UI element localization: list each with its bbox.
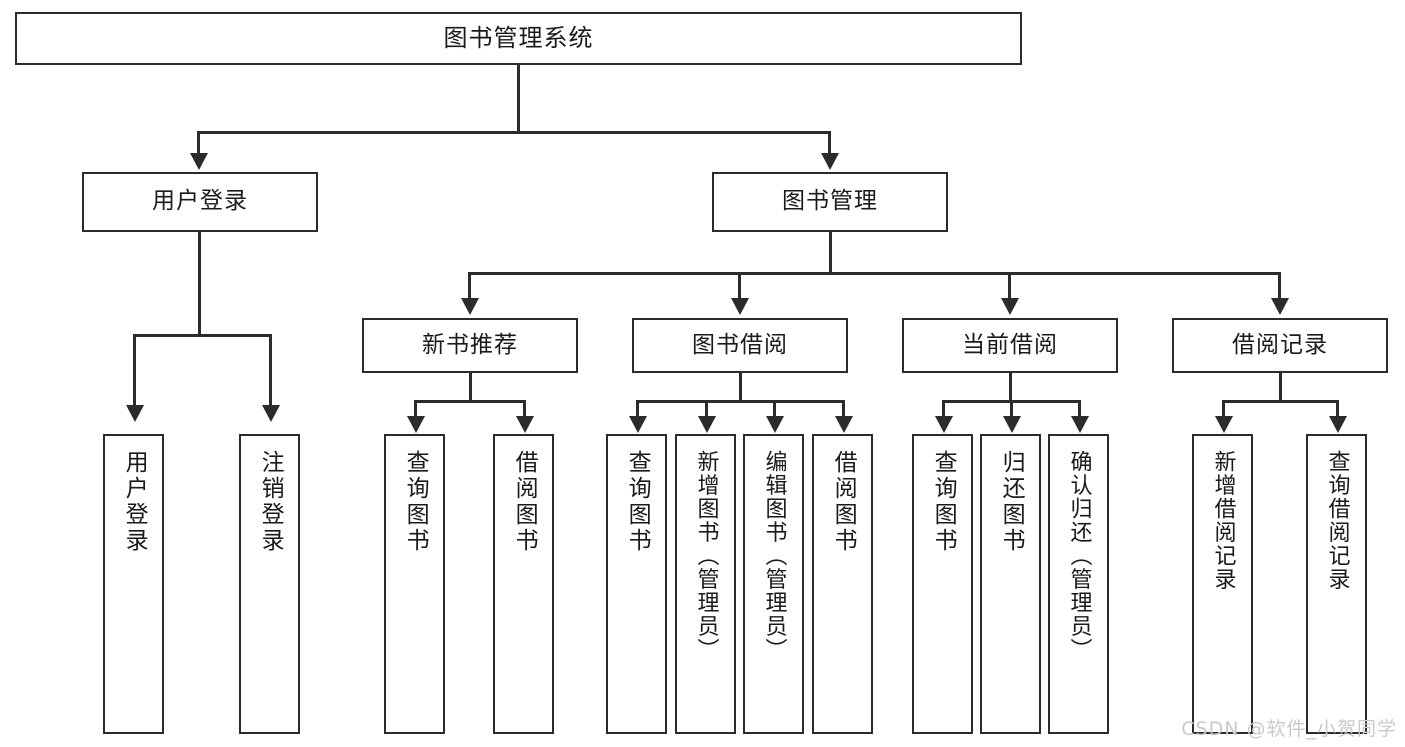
connector-book-mgmt-bus [468, 272, 1280, 275]
connector-book-mgmt-to-records [1278, 272, 1281, 300]
arrowhead-icon [461, 298, 479, 315]
connector-new-book-to-leaf-2 [523, 400, 526, 418]
leaf-edit-book-admin[interactable]: 编辑图书（管理员） [743, 434, 804, 734]
arrowhead-icon [1001, 298, 1019, 315]
arrowhead-icon [935, 416, 953, 433]
arrowhead-icon [516, 416, 534, 433]
node-book-management[interactable]: 图书管理 [712, 172, 948, 232]
connector-root-stem [517, 65, 520, 133]
connector-new-book-stem [469, 373, 472, 402]
node-label: 查询图书 [402, 450, 429, 554]
connector-book-mgmt-stem [829, 232, 832, 274]
connector-root-bus [197, 131, 831, 134]
node-label: 注销登录 [257, 450, 284, 554]
node-book-borrow[interactable]: 图书借阅 [632, 318, 848, 373]
leaf-add-borrow-record[interactable]: 新增借阅记录 [1192, 434, 1253, 734]
node-label: 当前借阅 [962, 331, 1058, 358]
arrowhead-icon [1071, 416, 1089, 433]
node-label: 查询图书 [930, 450, 957, 554]
leaf-return-book[interactable]: 归还图书 [980, 434, 1041, 734]
leaf-logout[interactable]: 注销登录 [239, 434, 300, 734]
leaf-user-login[interactable]: 用户登录 [103, 434, 164, 734]
arrowhead-icon [190, 153, 208, 170]
connector-book-borrow-to-leaf-1 [636, 400, 639, 418]
leaf-query-book-borrow[interactable]: 查询图书 [606, 434, 667, 734]
connector-book-borrow-stem [739, 373, 742, 402]
node-label: 图书借阅 [692, 331, 788, 358]
connector-root-to-book-mgmt [828, 131, 831, 157]
connector-borrow-records-to-leaf-2 [1336, 400, 1339, 418]
connector-borrow-records-stem [1279, 373, 1282, 402]
node-label: 图书管理系统 [443, 24, 594, 53]
node-label: 用户登录 [121, 450, 148, 554]
node-label: 借阅图书 [830, 450, 857, 554]
connector-current-borrow-stem [1009, 373, 1012, 402]
node-current-borrow[interactable]: 当前借阅 [902, 318, 1118, 373]
leaf-query-book-current[interactable]: 查询图书 [912, 434, 973, 734]
connector-new-book-to-leaf-1 [414, 400, 417, 418]
node-label: 归还图书 [998, 450, 1025, 554]
arrowhead-icon [821, 153, 839, 170]
connector-new-book-bus [414, 400, 526, 403]
leaf-borrow-book-new[interactable]: 借阅图书 [493, 434, 554, 734]
node-label: 新增借阅记录 [1210, 450, 1236, 591]
connector-current-borrow-to-leaf-2 [1010, 400, 1013, 418]
node-label: 借阅记录 [1232, 331, 1328, 358]
leaf-borrow-book[interactable]: 借阅图书 [812, 434, 873, 734]
connector-borrow-records-bus [1222, 400, 1339, 403]
arrowhead-icon [835, 416, 853, 433]
node-new-book-recommend[interactable]: 新书推荐 [362, 318, 578, 373]
connector-book-mgmt-to-new-books [468, 272, 471, 300]
arrowhead-icon [1329, 416, 1347, 433]
node-root-system[interactable]: 图书管理系统 [15, 12, 1022, 65]
leaf-query-book-new[interactable]: 查询图书 [384, 434, 445, 734]
node-label: 确认归还（管理员） [1066, 450, 1092, 662]
node-user-login[interactable]: 用户登录 [82, 172, 318, 232]
arrowhead-icon [407, 416, 425, 433]
node-label: 借阅图书 [511, 450, 538, 554]
arrowhead-icon [262, 405, 280, 422]
node-label: 用户登录 [152, 188, 248, 215]
connector-user-login-bus [133, 334, 270, 337]
arrowhead-icon [766, 416, 784, 433]
connector-book-mgmt-to-current [1008, 272, 1011, 300]
connector-book-borrow-to-leaf-3 [773, 400, 776, 418]
connector-book-borrow-bus [636, 400, 845, 403]
connector-book-mgmt-to-borrow [738, 272, 741, 300]
node-borrow-records[interactable]: 借阅记录 [1172, 318, 1388, 373]
arrowhead-icon [1003, 416, 1021, 433]
connector-root-to-user-login [197, 131, 200, 157]
leaf-query-borrow-record[interactable]: 查询借阅记录 [1306, 434, 1367, 734]
node-label: 查询图书 [624, 450, 651, 554]
node-label: 图书管理 [782, 188, 878, 215]
arrowhead-icon [1271, 298, 1289, 315]
connector-book-borrow-to-leaf-4 [842, 400, 845, 418]
leaf-add-book-admin[interactable]: 新增图书（管理员） [675, 434, 736, 734]
connector-book-borrow-to-leaf-2 [705, 400, 708, 418]
node-label: 编辑图书（管理员） [761, 450, 787, 662]
arrowhead-icon [126, 405, 144, 422]
arrowhead-icon [629, 416, 647, 433]
connector-current-borrow-to-leaf-1 [942, 400, 945, 418]
connector-current-borrow-to-leaf-3 [1078, 400, 1081, 418]
connector-borrow-records-to-leaf-1 [1222, 400, 1225, 418]
connector-user-login-to-leaf-2 [269, 334, 272, 407]
arrowhead-icon [731, 298, 749, 315]
arrowhead-icon [698, 416, 716, 433]
connector-user-login-stem [198, 232, 201, 336]
leaf-confirm-return-admin[interactable]: 确认归还（管理员） [1048, 434, 1109, 734]
node-label: 查询借阅记录 [1324, 450, 1350, 591]
arrowhead-icon [1215, 416, 1233, 433]
node-label: 新增图书（管理员） [693, 450, 719, 662]
node-label: 新书推荐 [422, 331, 518, 358]
connector-user-login-to-leaf-1 [133, 334, 136, 407]
